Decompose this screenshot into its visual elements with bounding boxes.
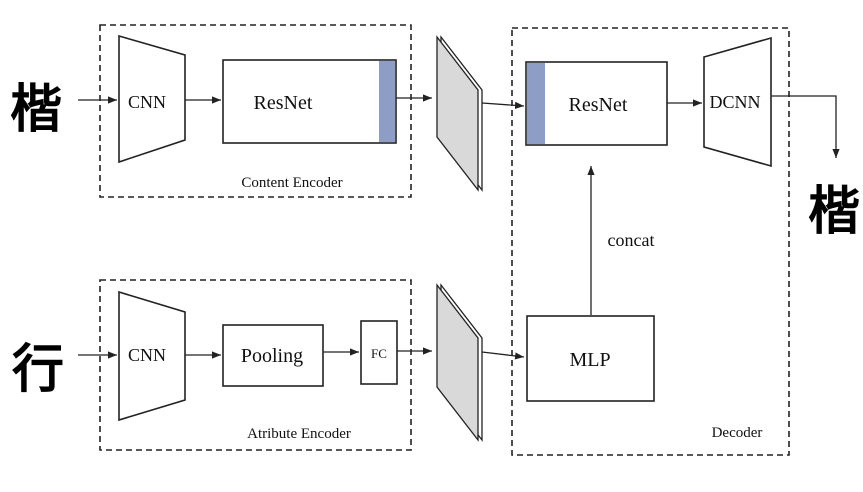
content-encoder-caption: Content Encoder <box>241 175 342 191</box>
content-cnn-block <box>118 34 186 164</box>
arrow-featuremap-to-decoder <box>481 101 525 109</box>
decoder-caption: Decoder <box>712 425 763 441</box>
dcnn-label: DCNN <box>709 92 760 112</box>
decoder-resnet-block <box>525 61 668 146</box>
output-character: 楷 <box>808 181 860 242</box>
content-feature-map <box>436 35 479 192</box>
mlp-label: MLP <box>569 349 610 371</box>
dcnn-block <box>703 36 772 168</box>
attribute-feature-map <box>436 283 479 442</box>
pooling-label: Pooling <box>241 345 303 367</box>
content-cnn-label: CNN <box>128 92 166 112</box>
mlp-block <box>526 315 655 402</box>
content-resnet-stripe <box>379 61 395 142</box>
decoder-resnet-label: ResNet <box>569 94 628 116</box>
arrow-dcnn-to-output <box>771 95 840 158</box>
concat-label: concat <box>608 230 655 250</box>
decoder-box <box>511 27 790 456</box>
content-input-character: 楷 <box>10 79 62 140</box>
decoder-resnet-stripe <box>527 63 545 144</box>
content-resnet-label: ResNet <box>254 92 313 114</box>
attribute-cnn-label: CNN <box>128 345 166 365</box>
fc-label: FC <box>371 346 387 361</box>
attribute-encoder-caption: Atribute Encoder <box>247 426 351 442</box>
arrow-featuremap-to-mlp <box>481 351 525 360</box>
content-encoder-box <box>99 24 412 198</box>
fc-block <box>360 320 398 385</box>
content-resnet-block <box>222 59 397 144</box>
attribute-encoder-box <box>99 279 412 451</box>
pooling-block <box>222 324 324 387</box>
attribute-cnn-block <box>118 290 186 422</box>
attribute-input-character: 行 <box>12 339 64 400</box>
